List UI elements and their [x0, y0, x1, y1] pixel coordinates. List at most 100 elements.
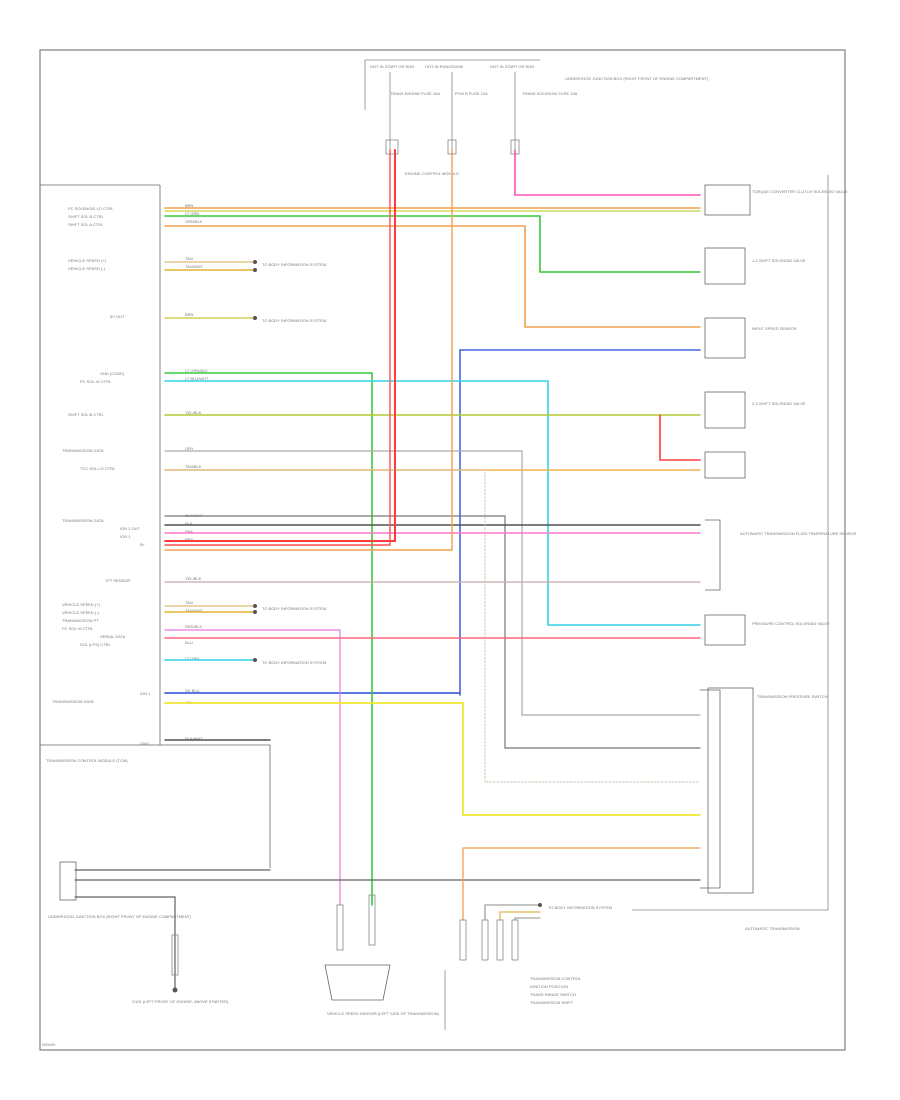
fuse-sublabel-2: PCM B FUSE 10A	[455, 91, 488, 96]
fuse-sublabel-3: TRANS SOLENOID FUSE 15A	[522, 91, 578, 96]
wire-color-label: BLK/WHT	[185, 736, 203, 741]
wire-tan-dotted	[164, 469, 701, 783]
wire-color-label: BRN	[185, 312, 194, 317]
ground-g101: G101 (LEFT FRONT OF ENGINE, ABOVE STARTE…	[48, 861, 229, 1004]
pin-label: GND	[140, 741, 149, 746]
btm-pin-3	[496, 919, 504, 961]
splice-note: TO BODY INFORMATION SYSTEM	[262, 318, 326, 323]
fuse-terminal	[447, 139, 457, 155]
wire-color-label: TAN/WHT	[185, 264, 203, 269]
ground-label: G101 (LEFT FRONT OF ENGINE, ABOVE STARTE…	[132, 999, 229, 1004]
fuse-terminal	[510, 139, 520, 155]
splice-dot	[253, 260, 257, 264]
wire-color-labels: BRN LT GRN ORN/BLK TAN TAN/WHT BRN LT GR…	[185, 203, 209, 741]
input-speed-sensor	[704, 317, 746, 359]
fuse-label-1: HOT IN START OR RUN	[370, 64, 414, 69]
wire-blk-wht	[164, 515, 701, 749]
bottom-right-label: TRANSMISSION CONTROL	[530, 976, 582, 981]
pin-label: VEHICLE SPEED (-)	[62, 610, 100, 615]
component-label: 1-2 SHIFT SOLENOID VALVE	[752, 258, 806, 263]
pin-label: TCC SOL LO CTRL	[80, 466, 116, 471]
wire-color-label: BRN	[185, 203, 194, 208]
fuse-terminal	[385, 139, 399, 155]
vehicle-speed-sensor: VEHICLE SPEED SENSOR (LEFT SIDE OF TRANS…	[324, 894, 440, 1016]
bottom-right-label: TRANSMISSION SHIFT	[530, 1000, 574, 1005]
pcm-pin-labels: PC SOLENOID LO CTRL SHIFT SOL B CTRL SHI…	[52, 206, 151, 746]
splice-note: TO BODY INFORMATION SYSTEM	[262, 660, 326, 665]
pin-label: IGN 1 OUT	[120, 526, 141, 531]
vss-label: VEHICLE SPEED SENSOR (LEFT SIDE OF TRANS…	[327, 1011, 440, 1016]
pcm-connector	[40, 184, 271, 868]
ground-point	[172, 987, 178, 993]
wire-color-label: LT GRN	[185, 656, 199, 661]
wire-pink	[514, 149, 701, 196]
wire-color-label: GRY	[185, 446, 194, 451]
pin-label: PC SOLENOID LO CTRL	[68, 206, 114, 211]
vss-pigtail-1	[336, 904, 344, 951]
wire-color-label: PNK	[185, 529, 194, 534]
splice-note: TO BODY INFORMATION SYSTEM	[262, 606, 326, 611]
bottom-connector: TRANSMISSION CONTROL IGNITION POSITION T…	[444, 919, 582, 1030]
component-label: TRANSMISSION PRESSURE SWITCH	[757, 694, 828, 699]
fuse-sublabel-1: TRANS ENGINE FUSE 15A	[390, 91, 440, 96]
fuse-label-2: HOT IN RUN/CRANK	[425, 64, 464, 69]
wire-btm-3	[514, 917, 541, 921]
components: TORQUE CONVERTER CLUTCH SOLENOID VALVE 1…	[632, 175, 856, 931]
tcc-pwm-solenoid	[704, 451, 746, 479]
shift-solenoid-12	[704, 247, 746, 285]
splice-dot	[253, 316, 257, 320]
vss-pigtail-2	[368, 894, 376, 946]
wire-color-label: LT GRN/BLK	[185, 368, 208, 373]
pin-label: SERIAL DATA	[100, 634, 126, 639]
wire-color-label: YEL/BLK	[185, 576, 202, 581]
splice-dot	[538, 903, 542, 907]
corner-code: WD000	[42, 1042, 56, 1047]
shift-solenoid-23	[704, 391, 746, 429]
wire-color-label: BLU	[185, 640, 193, 645]
pin-label: SHIFT SOL B CTRL	[68, 214, 105, 219]
vss-body	[324, 964, 391, 1001]
wire-red-b	[164, 149, 391, 546]
wire-orange-2	[164, 225, 701, 328]
splice-note: TO BODY INFORMATION SYSTEM	[548, 905, 612, 910]
component-label: INPUT SPEED SENSOR	[752, 326, 797, 331]
btm-pin-1	[459, 919, 467, 961]
wire-color-label: TAN/WHT	[185, 608, 203, 613]
pin-label: VEHICLE SPEED (-)	[68, 266, 106, 271]
wire-cyan	[164, 380, 701, 626]
wire-magenta	[164, 629, 341, 906]
btm-pin-2	[481, 919, 489, 961]
fuse-label-3: HOT IN START OR RUN	[490, 64, 534, 69]
pin-label: SOL (LPS) CTRL	[80, 642, 112, 647]
wire-gnd-3	[74, 896, 176, 991]
wire-sw	[699, 689, 721, 889]
tcc-solenoid	[704, 184, 751, 216]
junction-box-label-lower: UNDERHOOD JUNCTION BOX (RIGHT FRONT OF E…	[48, 914, 192, 919]
wire-gray	[164, 450, 701, 716]
wires	[74, 149, 721, 991]
wire-green-2	[164, 372, 373, 906]
wire-red-2	[659, 414, 701, 461]
splice-dot	[253, 658, 257, 662]
wire-color-label: TAN/BLK	[185, 464, 202, 469]
pin-label: PC SOL HI CTRL	[80, 379, 112, 384]
component-label: 2-3 SHIFT SOLENOID VALVE	[752, 401, 806, 406]
fuse-terminals	[385, 139, 520, 155]
bottom-right-label: TRANS RANGE SWITCH	[530, 992, 576, 997]
splice-dot	[253, 268, 257, 272]
pin-label: B+	[140, 542, 146, 547]
pin-label: IGN 1	[120, 534, 131, 539]
splice-note: TO BODY INFORMATION SYSTEM	[262, 262, 326, 267]
pressure-switch-assembly	[707, 687, 754, 894]
wire-yellow	[164, 702, 701, 816]
component-label: TORQUE CONVERTER CLUTCH SOLENOID VALVE	[752, 189, 848, 194]
pcm-connector-label: ENGINE CONTROL MODULE	[405, 171, 459, 176]
wire-color-label: YEL/BLK	[185, 410, 202, 415]
pin-label: TRANSMISSION DATA	[62, 518, 104, 523]
wire-color-label: RED	[185, 537, 194, 542]
pin-label: TFT SENSOR	[105, 578, 130, 583]
splice-dot	[253, 610, 257, 614]
tft-sensor	[705, 519, 721, 591]
diagram-frame	[39, 49, 846, 1051]
